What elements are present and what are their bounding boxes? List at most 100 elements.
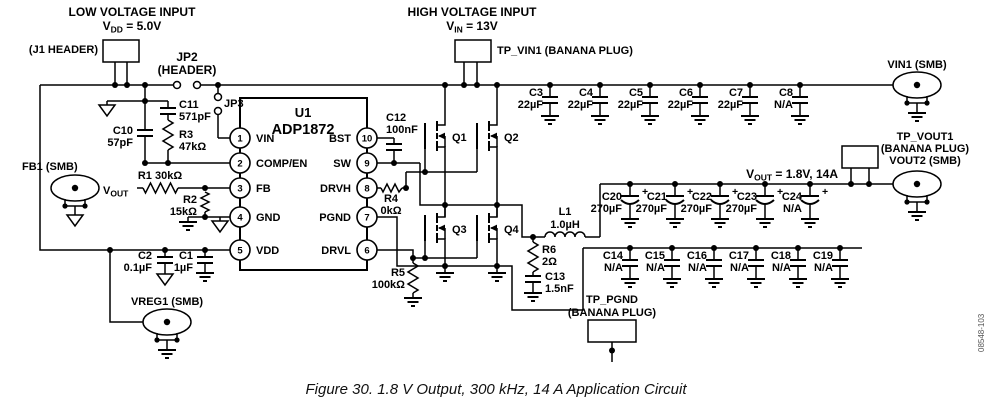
- r4-value: 0kΩ: [380, 205, 401, 217]
- q1-label: Q1: [452, 132, 467, 144]
- c2-ref: C2: [138, 250, 152, 262]
- c2-value: 0.1µF: [124, 262, 153, 274]
- svg-text:C6: C6: [679, 87, 693, 99]
- vin1-smb-connector: VIN1 (SMB): [887, 59, 947, 122]
- polarity-plus: +: [687, 186, 693, 198]
- ic-pin-5: 5 VDD: [229, 239, 279, 261]
- svg-text:270µF: 270µF: [591, 203, 623, 215]
- r1-label: R1 30kΩ: [138, 170, 182, 182]
- tp-pgnd-banana-plug: TP_PGND (BANANA PLUG): [568, 294, 657, 343]
- r3-ref: R3: [179, 129, 193, 141]
- svg-text:C24: C24: [782, 191, 803, 203]
- svg-text:BST: BST: [329, 133, 351, 145]
- vreg1-smb-connector: VREG1 (SMB): [131, 296, 203, 359]
- r4-resistor: [380, 182, 403, 194]
- jp2-type-label: (HEADER): [158, 63, 217, 77]
- svg-text:C19: C19: [813, 250, 833, 262]
- tp-vin1-label: TP_VIN1 (BANANA PLUG): [497, 45, 633, 57]
- q3-label: Q3: [452, 224, 467, 236]
- svg-text:10: 10: [362, 134, 373, 145]
- svg-text:C8: C8: [779, 87, 793, 99]
- fb1-smb-connector: FB1 (SMB): [22, 161, 100, 227]
- r5-ref: R5: [391, 267, 405, 279]
- vreg1-label: VREG1 (SMB): [131, 296, 203, 308]
- jp3-jumper: JP3: [213, 92, 244, 116]
- q3-mosfet: Q3: [424, 204, 467, 282]
- jp2-label: JP2: [176, 50, 198, 64]
- svg-text:7: 7: [364, 213, 369, 224]
- q1-mosfet: Q1: [424, 112, 467, 160]
- r5-pulldown-resistor: R5 100kΩ: [372, 262, 423, 307]
- feedback-divider: VOUT R1 30kΩ R2 15kΩ: [103, 170, 229, 233]
- vdd-net-label: VDD = 5.0V: [103, 19, 162, 35]
- ic-pin-9: 9SW: [333, 152, 378, 174]
- tp-pgnd-label-line2: (BANANA PLUG): [568, 307, 657, 319]
- svg-text:N/A: N/A: [783, 203, 802, 215]
- l1-ref: L1: [559, 206, 572, 218]
- vout2-smb-label: VOUT2 (SMB): [889, 155, 961, 167]
- c10-ref: C10: [113, 125, 133, 137]
- svg-text:22µF: 22µF: [518, 99, 544, 111]
- snubber: R6 2Ω C13 1.5nF: [523, 241, 574, 302]
- r6-resistor: [526, 241, 540, 273]
- figure-caption: Figure 30. 1.8 V Output, 300 kHz, 14 A A…: [305, 381, 687, 398]
- low-voltage-banner: LOW VOLTAGE INPUT VDD = 5.0V: [69, 5, 197, 35]
- svg-text:C5: C5: [629, 87, 643, 99]
- svg-text:VDD: VDD: [256, 245, 279, 257]
- cap-input-5: C8N/A: [774, 82, 810, 125]
- svg-text:C18: C18: [771, 250, 791, 262]
- svg-text:N/A: N/A: [772, 262, 791, 274]
- r4-gate-resistor: R4 0kΩ: [380, 182, 403, 217]
- r3-value: 47kΩ: [179, 141, 206, 153]
- svg-text:C22: C22: [692, 191, 712, 203]
- tp-vout1-label-line2: (BANANA PLUG): [881, 143, 970, 155]
- capacitor-banks: C322µFC422µFC522µFC622µFC722µFC8N/A+C202…: [518, 82, 850, 288]
- svg-text:C3: C3: [529, 87, 543, 99]
- r6-value: 2Ω: [542, 256, 557, 268]
- low-voltage-title: LOW VOLTAGE INPUT: [69, 5, 197, 19]
- c10-value: 57pF: [107, 137, 133, 149]
- r4-ref: R4: [384, 193, 399, 205]
- tp-vout1-banana-plug: TP_VOUT1 (BANANA PLUG) VOUT2 (SMB): [841, 131, 970, 169]
- ic-part-number: ADP1872: [272, 122, 335, 138]
- tp-vout1-label-line1: TP_VOUT1: [897, 131, 954, 143]
- svg-text:PGND: PGND: [319, 212, 351, 224]
- svg-text:C4: C4: [579, 87, 594, 99]
- r2-value: 15kΩ: [170, 206, 197, 218]
- high-voltage-banner: HIGH VOLTAGE INPUT VIN = 13V: [408, 5, 538, 35]
- svg-text:DRVH: DRVH: [320, 183, 351, 195]
- c13-value: 1.5nF: [545, 283, 574, 295]
- c12-value: 100nF: [386, 124, 418, 136]
- svg-text:5: 5: [237, 246, 243, 257]
- svg-text:SW: SW: [333, 158, 351, 170]
- c1-value: 1µF: [174, 262, 193, 274]
- svg-text:VIN: VIN: [256, 133, 274, 145]
- svg-text:N/A: N/A: [730, 262, 749, 274]
- svg-text:GND: GND: [256, 212, 281, 224]
- polarity-plus: +: [777, 186, 783, 198]
- r5-resistor: [406, 262, 420, 294]
- vout2-smb-connector: [892, 170, 942, 221]
- svg-text:N/A: N/A: [604, 262, 623, 274]
- jp3-label: JP3: [224, 98, 244, 110]
- q2-label: Q2: [504, 132, 519, 144]
- jp2-jumper: JP2 (HEADER): [158, 50, 217, 90]
- ic-pin-4: 4 GND: [229, 206, 281, 228]
- svg-text:4: 4: [237, 213, 243, 224]
- r5-value: 100kΩ: [372, 279, 405, 291]
- q4-mosfet: Q4: [476, 204, 520, 282]
- polarity-plus: +: [822, 186, 828, 198]
